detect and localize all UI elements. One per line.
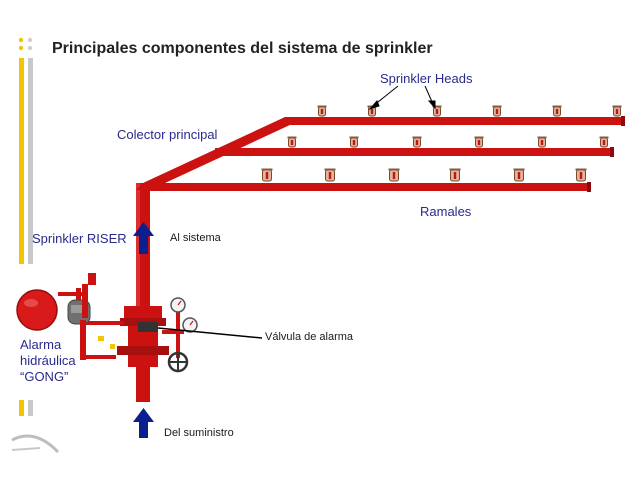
sprinkler-head-icon (474, 136, 484, 148)
sprinkler-head-icon (449, 168, 461, 182)
decorative-side-bars (11, 37, 60, 454)
flow-arrow-up-system (133, 222, 154, 254)
alarm-valve-label: Válvula de alarma (265, 331, 354, 343)
sprinkler-heads-top (317, 105, 622, 117)
sprinkler-head-icon (492, 105, 502, 117)
sprinkler-head-icon (287, 136, 297, 148)
gong-label-line-1: Alarma (20, 337, 62, 352)
sprinkler-head-icon (612, 105, 622, 117)
sprinkler-head-icon (432, 105, 442, 117)
sprinkler-head-icon (537, 136, 547, 148)
collector-pipe (136, 117, 292, 190)
sprinkler-heads-pointers (368, 85, 436, 111)
sprinkler-heads-bottom (261, 168, 587, 182)
sprinkler-heads-label: Sprinkler Heads (380, 71, 473, 86)
sprinkler-head-icon (388, 168, 400, 182)
branch-middle (215, 148, 613, 156)
sprinkler-head-icon (349, 136, 359, 148)
branches-label: Ramales (420, 204, 472, 219)
page-title: Principales componentes del sistema de s… (52, 40, 433, 57)
branch-bottom (143, 183, 590, 191)
sprinkler-head-icon (513, 168, 525, 182)
alarm-valve-assembly (86, 297, 198, 402)
retard-chamber (58, 273, 116, 360)
hydraulic-gong (16, 289, 58, 331)
sprinkler-head-icon (552, 105, 562, 117)
sprinkler-head-icon (317, 105, 327, 117)
alarm-valve-pointer (157, 327, 263, 339)
branch-top (285, 117, 624, 125)
sprinkler-head-icon (412, 136, 422, 148)
collector-label: Colector principal (117, 127, 218, 142)
sprinkler-heads-middle (287, 136, 609, 148)
to-system-label: Al sistema (170, 232, 221, 244)
pipe-network (136, 116, 625, 398)
from-supply-label: Del suministro (164, 427, 234, 439)
sprinkler-head-icon (599, 136, 609, 148)
sprinkler-head-icon (261, 168, 273, 182)
sprinkler-head-icon (324, 168, 336, 182)
gong-label-line-2: hidráulica (20, 353, 76, 368)
sprinkler-head-icon (575, 168, 587, 182)
flow-arrow-up-supply (133, 408, 154, 438)
riser-label: Sprinkler RISER (32, 231, 127, 246)
gong-label-line-3: “GONG” (20, 369, 69, 384)
